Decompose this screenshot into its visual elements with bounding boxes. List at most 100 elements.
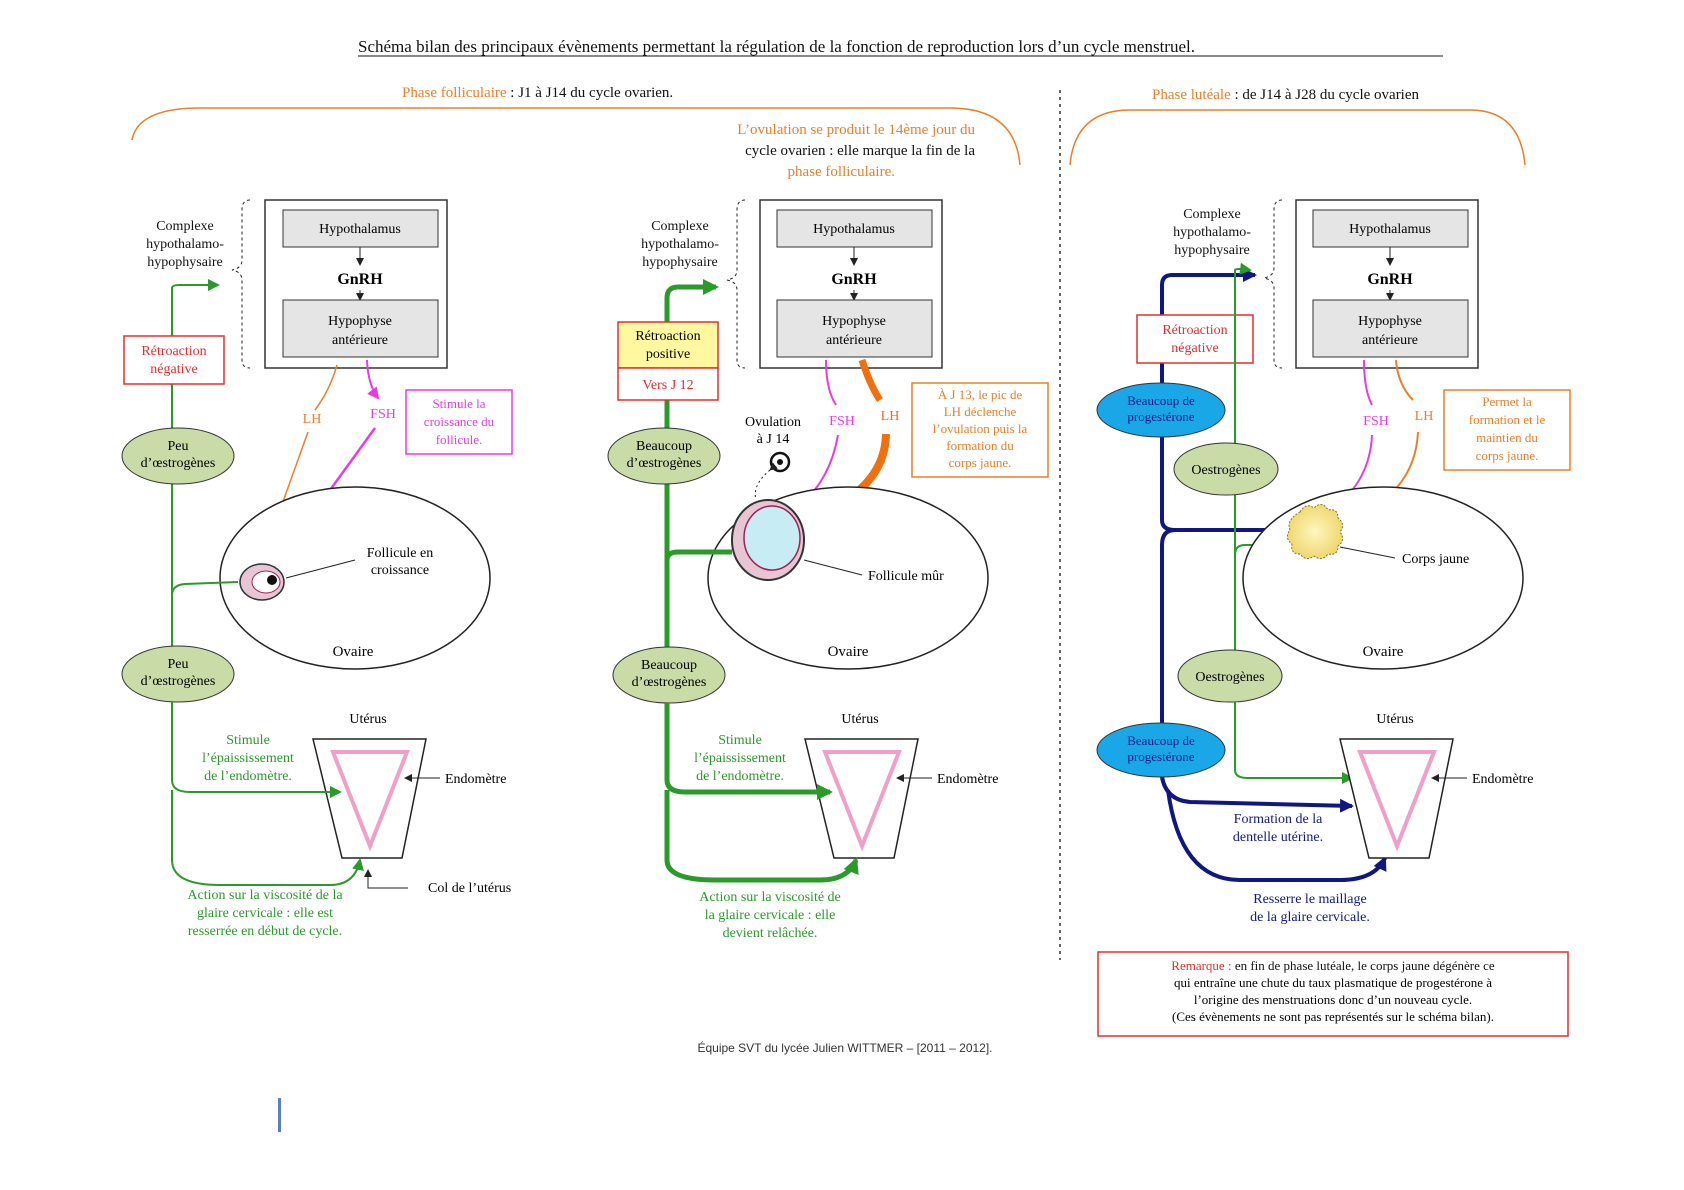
complexe-label: Complexe hypothalamo- hypophysaire <box>146 219 224 270</box>
svg-text:Action sur la viscosité de la: Action sur la viscosité de la <box>187 888 343 903</box>
progesterone-oval-1 <box>1096 382 1226 438</box>
svg-text:Resserre le maillage: Resserre le maillage <box>1253 892 1367 907</box>
oestrogenes-1-label: Oestrogènes <box>1191 463 1260 478</box>
corps-jaune-label: Corps jaune <box>1402 552 1469 567</box>
svg-text:Ovulation: Ovulation <box>745 415 801 430</box>
progesterone-1-label: Beaucoup de <box>1127 393 1195 408</box>
oestrogenes-oval-2 <box>1177 649 1283 703</box>
svg-text:Complexe: Complexe <box>1183 207 1241 222</box>
panel-3-luteal: Complexe hypothalamo- hypophysaire Hypot… <box>1096 199 1571 1037</box>
uterus-label: Utérus <box>349 712 386 727</box>
mature-follicle <box>731 499 805 581</box>
endometre-label-2: Endomètre <box>937 772 998 787</box>
svg-text:hypothalamo-: hypothalamo- <box>146 237 224 252</box>
hypothalamus-label-2: Hypothalamus <box>813 222 895 237</box>
retro-negative-box <box>123 335 225 385</box>
svg-text:de l’endomètre.: de l’endomètre. <box>696 769 784 784</box>
growing-follicle <box>239 563 285 601</box>
fsh-label-3: FSH <box>1363 414 1389 429</box>
svg-text:L’ovulation se produit le 14èm: L’ovulation se produit le 14ème jour du <box>737 122 975 138</box>
follicular-bracket <box>131 107 1021 166</box>
peu-oestrogenes-1-label-2: d’œstrogènes <box>141 456 216 471</box>
svg-text:Formation de la: Formation de la <box>1234 812 1323 827</box>
oestrogenes-oval-1 <box>1173 442 1279 496</box>
retro-negative-box-3 <box>1136 314 1254 364</box>
progesterone-2-label: Beaucoup de <box>1127 733 1195 748</box>
fsh-label-2: FSH <box>829 414 855 429</box>
lh-label-2: LH <box>881 409 900 424</box>
stimule-endometre-text: Stimule l’épaississement de l’endomètre. <box>202 733 294 784</box>
permet-text: Permet la formation et le maintien du co… <box>1469 394 1546 463</box>
lh-label-3: LH <box>1415 409 1434 424</box>
ovaire-label-3: Ovaire <box>1363 644 1404 660</box>
svg-text:resserrée en début de cycle.: resserrée en début de cycle. <box>188 924 342 939</box>
stimule-endometre-2-text: Stimule l’épaississement de l’endomètre. <box>694 733 786 784</box>
svg-text:LH déclenche: LH déclenche <box>944 404 1017 419</box>
uterus-label-2: Utérus <box>841 712 878 727</box>
uterus-label-3: Utérus <box>1376 712 1413 727</box>
svg-text:formation et le: formation et le <box>1469 412 1546 427</box>
beaucoup-oestrogenes-oval-1 <box>607 427 721 485</box>
luteal-phase-header: Phase lutéale : de J14 à J28 du cycle ov… <box>1152 87 1420 103</box>
svg-text:Stimule: Stimule <box>718 733 762 748</box>
beaucoup-oestrogenes-1-label: Beaucoup <box>636 439 692 454</box>
gnrh-label: GnRH <box>337 271 383 288</box>
footer-credit: Équipe SVT du lycée Julien WITTMER – [20… <box>697 1040 992 1055</box>
svg-text:glaire cervicale : elle est: glaire cervicale : elle est <box>197 906 333 921</box>
retro-positive-box <box>617 321 719 369</box>
hypophyse-label-b2: antérieure <box>826 333 882 348</box>
endometrium-2 <box>822 750 902 852</box>
svg-text:Action sur la viscosité de: Action sur la viscosité de <box>699 890 841 905</box>
svg-text:cycle ovarien : elle marque la: cycle ovarien : elle marque la fin de la <box>745 143 975 159</box>
svg-text:à J 14: à J 14 <box>757 432 790 447</box>
complexe-label-2: Complexe hypothalamo- hypophysaire <box>641 219 719 270</box>
peu-oestrogenes-2-label: Peu <box>168 657 189 672</box>
svg-text:hypophysaire: hypophysaire <box>642 255 717 270</box>
retro-negative-label-2: négative <box>150 362 197 377</box>
j13-note-box <box>911 382 1049 478</box>
hypophyse-label-c: Hypophyse <box>1358 314 1422 329</box>
hypothalamus-box-3 <box>1312 209 1469 248</box>
hypophyse-label: Hypophyse <box>328 314 392 329</box>
panel-2-ovulation: Complexe hypothalamo- hypophysaire Hypot… <box>607 199 1049 941</box>
follicule-croissance-label: Follicule en <box>367 546 434 561</box>
peu-oestrogenes-oval-1 <box>121 427 235 485</box>
progesterone-2-label-2: progestérone <box>1127 749 1194 764</box>
corps-jaune <box>1286 504 1344 560</box>
svg-text:l’épaississement: l’épaississement <box>202 751 294 766</box>
follicule-mur-label: Follicule mûr <box>868 569 944 584</box>
svg-text:dentelle utérine.: dentelle utérine. <box>1233 830 1323 845</box>
peu-oestrogenes-oval-2 <box>121 645 235 703</box>
text-cursor <box>278 1098 281 1132</box>
peu-oestrogenes-1-label: Peu <box>168 439 189 454</box>
svg-text:Permet la: Permet la <box>1482 394 1532 409</box>
endometre-label: Endomètre <box>445 772 506 787</box>
svg-text:follicule.: follicule. <box>436 432 483 447</box>
page-title: Schéma bilan des principaux évènements p… <box>358 37 1195 56</box>
oestrogenes-2-label: Oestrogènes <box>1195 670 1264 685</box>
hypothalamus-box <box>282 209 439 248</box>
remarque-line-1: Remarque : en fin de phase lutéale, le c… <box>1171 958 1495 973</box>
follicular-phase-header: Phase folliculaire : J1 à J14 du cycle o… <box>402 85 673 101</box>
retro-negative-3-label-2: négative <box>1171 341 1218 356</box>
stimule-croissance-box <box>405 389 513 455</box>
svg-text:devient relâchée.: devient relâchée. <box>723 926 818 941</box>
vers-j12-box <box>617 367 719 401</box>
remarque-line-2: qui entraîne une chute du taux plasmatiq… <box>1174 975 1492 990</box>
hypophyse-box-2 <box>776 299 933 358</box>
svg-text:corps jaune.: corps jaune. <box>1476 448 1539 463</box>
svg-text:Complexe: Complexe <box>156 219 214 234</box>
follicule-croissance-label-2: croissance <box>371 563 429 578</box>
endometre-label-3: Endomètre <box>1472 772 1533 787</box>
svg-text:hypothalamo-: hypothalamo- <box>1173 225 1251 240</box>
gnrh-label-3: GnRH <box>1367 271 1413 288</box>
svg-text:croissance du: croissance du <box>424 414 495 429</box>
svg-text:hypophysaire: hypophysaire <box>1174 243 1249 258</box>
hypothalamus-label: Hypothalamus <box>319 222 401 237</box>
progesterone-oval-2 <box>1096 722 1226 778</box>
svg-text:de la glaire cervicale.: de la glaire cervicale. <box>1250 910 1370 925</box>
beaucoup-oestrogenes-2-label-2: d’œstrogènes <box>632 675 707 690</box>
col-uterus-label: Col de l’utérus <box>428 881 511 896</box>
formation-text: Formation de la dentelle utérine. <box>1233 812 1323 845</box>
